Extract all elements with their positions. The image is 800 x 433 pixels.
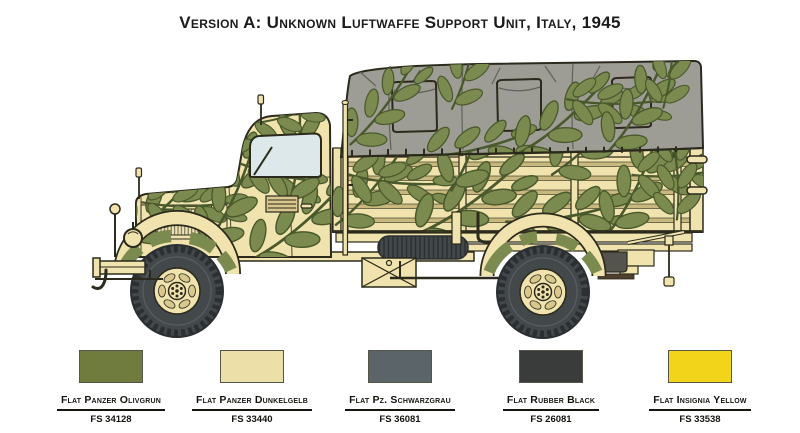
spare-tire [377, 235, 469, 260]
rear-stake-pegs [686, 155, 708, 195]
paint-legend-item: Flat Rubber Black FS 26081 [466, 350, 636, 425]
paint-fs-code: FS 36081 [379, 413, 421, 425]
paint-swatch [79, 350, 143, 383]
rear-wheel [497, 246, 589, 338]
paint-swatch [519, 350, 583, 383]
front-wheel [131, 245, 223, 337]
tow-hook [91, 268, 108, 290]
paint-fs-code: FS 26081 [530, 413, 572, 425]
tail-lever [663, 235, 675, 287]
truck-canvas-top [339, 59, 705, 159]
front-fittings [91, 94, 353, 290]
cab-window [249, 132, 322, 178]
paint-name: Flat Insignia Yellow [649, 394, 751, 411]
paint-name: Flat Rubber Black [502, 394, 600, 411]
side-mirror [109, 203, 121, 257]
paint-legend-item: Flat Panzer Olivgrun FS 34128 [26, 350, 196, 425]
headlight [123, 222, 143, 248]
paint-fs-code: FS 34128 [90, 413, 132, 425]
paint-legend-item: Flat Insignia Yellow FS 33538 [615, 350, 785, 425]
paint-swatch [368, 350, 432, 383]
rear-underside [597, 230, 685, 287]
page-title: Version A: Unknown Luftwaffe Support Uni… [179, 13, 621, 32]
paint-name: Flat Pz. Schwarzgrau [345, 394, 455, 411]
wiper [253, 146, 273, 176]
paint-legend-item: Flat Panzer Dunkelgelb FS 33440 [167, 350, 337, 425]
fender-antenna [135, 167, 143, 199]
front-bumper [92, 257, 163, 280]
paint-legend-item: Flat Pz. Schwarzgrau FS 36081 [315, 350, 485, 425]
door-handle [300, 203, 313, 209]
paint-fs-code: FS 33538 [679, 413, 721, 425]
cab-antenna [257, 94, 265, 125]
paint-name: Flat Panzer Olivgrun [56, 394, 166, 411]
paint-swatch [668, 350, 732, 383]
paint-name: Flat Panzer Dunkelgelb [192, 394, 312, 411]
exhaust-pipe [597, 273, 635, 280]
front-rack-pole [341, 100, 353, 256]
rear-fender [479, 212, 607, 277]
paint-swatch [220, 350, 284, 383]
paint-fs-code: FS 33440 [231, 413, 273, 425]
toolbox [361, 257, 417, 288]
